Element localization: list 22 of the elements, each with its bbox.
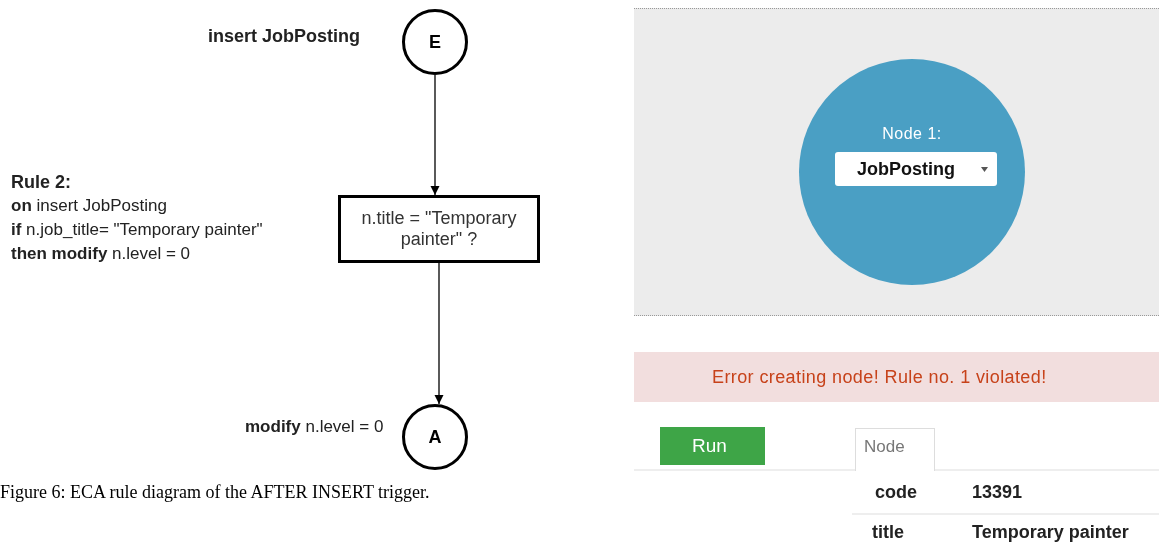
run-button: Run: [660, 427, 765, 465]
tab: Node: [855, 428, 935, 471]
event-letter: E: [429, 31, 441, 53]
field-name: title: [872, 522, 904, 543]
rule-line: on insert JobPosting: [11, 196, 167, 216]
rule-line: then modify n.level = 0: [11, 244, 191, 264]
error-banner: Error creating node! Rule no. 1 violated!: [634, 352, 1159, 402]
condition-text: n.title = "Temporary painter" ?: [360, 208, 518, 250]
arrow: [434, 262, 444, 405]
dropdown-select: JobPosting: [835, 152, 997, 186]
field-value: 13391: [972, 482, 1023, 503]
event-label: insert JobPosting: [208, 26, 360, 47]
condition-box: [338, 195, 540, 263]
field-label: Node 1:: [881, 125, 943, 143]
arrow: [430, 74, 440, 196]
field-name: code: [875, 482, 917, 503]
event-letter: A: [428, 426, 442, 448]
field-value: Temporary painter: [972, 522, 1129, 543]
rule-heading: Rule 2:: [11, 172, 71, 193]
event-label: modify n.level = 0: [245, 417, 384, 437]
figure-caption: Figure 6: ECA rule diagram of the AFTER INSERT trigger.: [0, 482, 430, 503]
rule-line: if n.job_title= "Temporary painter": [11, 220, 263, 240]
